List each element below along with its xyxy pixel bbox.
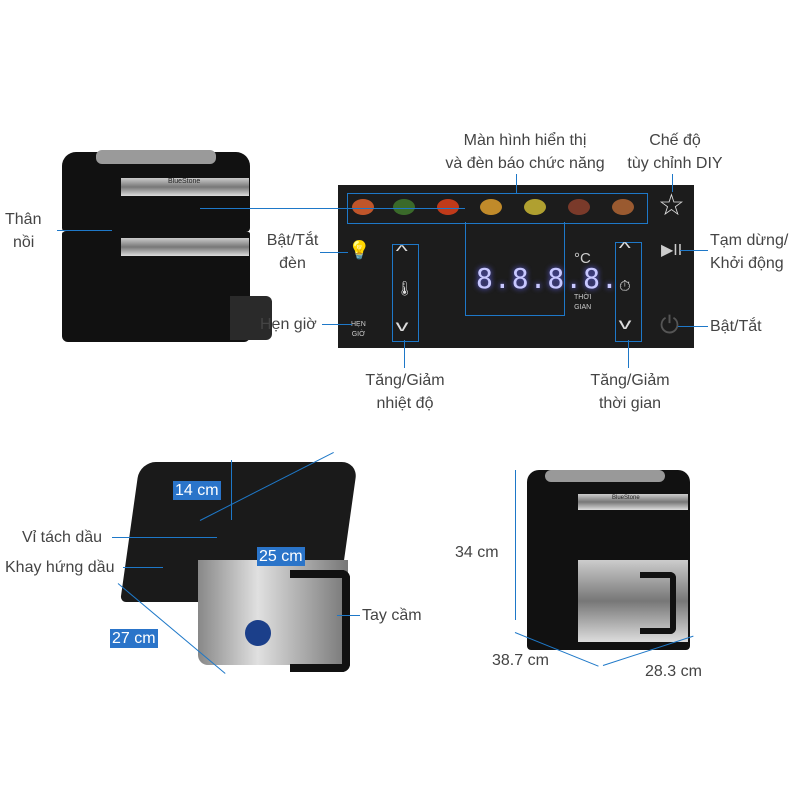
food-icon-steak[interactable] [612, 199, 634, 215]
fryer2-handle [640, 572, 676, 634]
brand-logo: BlueStone [168, 178, 201, 185]
power-icon[interactable]: ⏻ [660, 312, 679, 339]
fryer2-brand: BlueStone [612, 495, 640, 501]
display-frame [465, 222, 565, 316]
drawer-steel-band [121, 238, 249, 256]
basket-length-dim: 27 cm [110, 629, 158, 648]
height-dim-line [515, 470, 516, 620]
star-icon[interactable]: ☆ [658, 189, 685, 222]
temp-up-icon[interactable]: ^ [395, 243, 408, 260]
food-icon-vegetable[interactable] [393, 199, 415, 215]
celsius-unit: °C [574, 250, 591, 267]
timer-label: Hẹn giờ [260, 316, 317, 333]
height-dim: 34 cm [455, 544, 499, 561]
light-leader [320, 252, 348, 253]
tray-leader [123, 567, 163, 568]
display-leader [516, 174, 517, 193]
food-icon-pizza[interactable] [480, 199, 502, 215]
play-pause-icon[interactable]: ▶II [661, 242, 683, 259]
body-leader [57, 230, 112, 231]
tray-label: Khay hứng dầu [5, 559, 115, 576]
fryer2-lid [545, 470, 665, 482]
temp-down-icon[interactable]: v [395, 318, 409, 335]
time-up-icon[interactable]: ^ [618, 240, 631, 257]
width-dim: 28.3 cm [645, 663, 702, 680]
temp-leader [404, 340, 405, 368]
drawer-handle [230, 296, 272, 340]
fryer-lid-window [96, 150, 216, 164]
basket-height-dim: 14 cm [173, 481, 221, 500]
thermometer-icon: 🌡 [396, 280, 414, 296]
height-arrow [231, 460, 232, 520]
food-icon-shrimp[interactable] [437, 199, 459, 215]
food-icon-chicken[interactable] [352, 199, 374, 215]
basket-width-dim: 25 cm [257, 547, 305, 566]
temp-control-frame [392, 244, 419, 342]
fryer2-band [578, 494, 688, 510]
handle-label: Tay cầm [362, 607, 422, 624]
power-leader [678, 326, 708, 327]
depth-dim: 38.7 cm [492, 652, 549, 669]
handle-leader [337, 615, 360, 616]
grill-leader [112, 537, 217, 538]
food-icon-fries[interactable] [524, 199, 546, 215]
bulb-icon[interactable]: 💡 [348, 240, 371, 260]
food-icon-cake[interactable] [568, 199, 590, 215]
basket-handle [290, 570, 350, 672]
pause-leader [680, 250, 708, 251]
badge-icon [245, 620, 271, 646]
pause-label: Tạm dừng/Khởi động [710, 232, 789, 272]
body-to-panel-leader [200, 208, 465, 209]
timer-leader [322, 324, 352, 325]
seven-segment-display: 8.8.8.8. [476, 262, 619, 295]
diy-leader [672, 174, 673, 192]
time-down-icon[interactable]: v [618, 316, 632, 333]
stopwatch-icon: ⏱ [619, 278, 631, 295]
power-label: Bật/Tắt [710, 318, 762, 335]
fryer-steel-band [121, 178, 249, 196]
time-leader [628, 340, 629, 368]
grill-label: Vỉ tách dầu [22, 529, 103, 546]
